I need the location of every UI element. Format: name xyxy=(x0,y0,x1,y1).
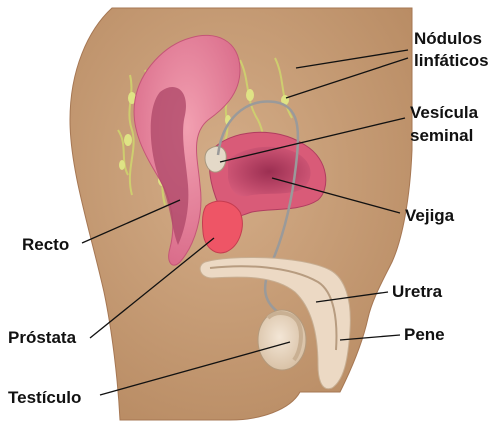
label-nodulos-line1: Nódulos xyxy=(414,29,482,48)
label-vesicula-line2: seminal xyxy=(410,126,473,145)
label-recto: Recto xyxy=(22,235,69,254)
seminal-vesicle xyxy=(205,146,226,172)
label-uretra: Uretra xyxy=(392,282,443,301)
label-testiculo: Testículo xyxy=(8,388,81,407)
label-pene: Pene xyxy=(404,325,445,344)
label-vejiga: Vejiga xyxy=(405,206,455,225)
label-nodulos-line2: linfáticos xyxy=(414,51,489,70)
label-prostata: Próstata xyxy=(8,328,77,347)
label-vesicula-line1: Vesícula xyxy=(410,103,479,122)
